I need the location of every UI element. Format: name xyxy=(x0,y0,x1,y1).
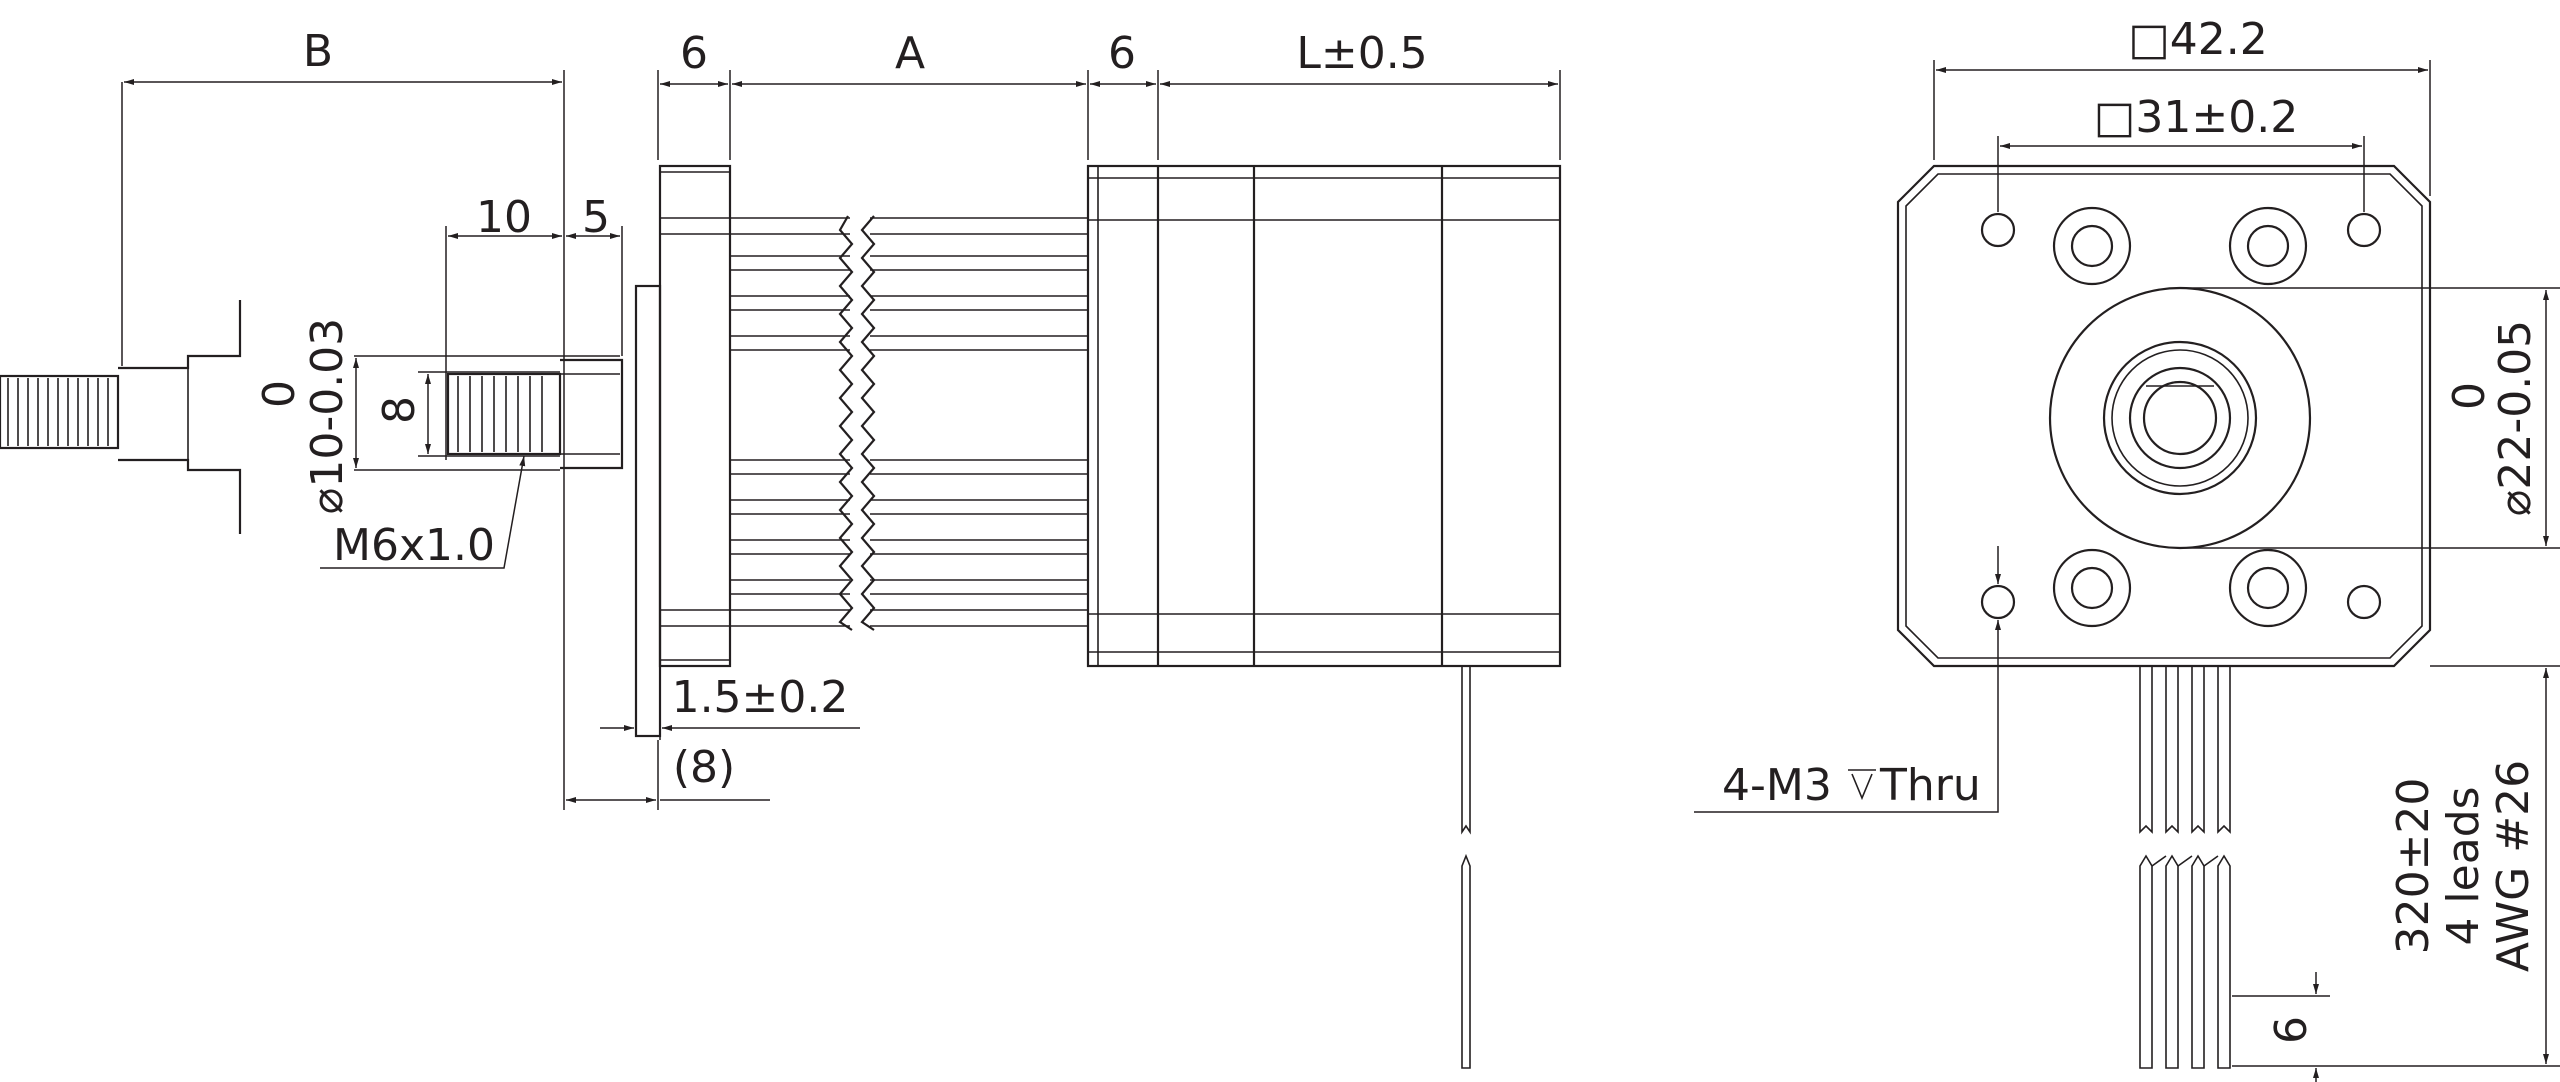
dim-eight: 8 xyxy=(374,371,560,457)
dim-A-label: A xyxy=(895,28,925,79)
countersink-depth-icon xyxy=(1848,769,1876,801)
dim-lead-length: 320±20 4 leads AWG #26 xyxy=(2232,665,2560,1067)
dim-L-label: L±0.5 xyxy=(1296,28,1427,79)
dim-phi10-label: ⌀10-0.03 xyxy=(302,318,353,514)
dim-lead-count-label: 4 leads xyxy=(2438,786,2489,945)
dim-ten-label: 10 xyxy=(476,192,532,243)
mount-hole-top-left xyxy=(1980,212,2016,248)
dim-B-label: B xyxy=(303,26,333,77)
dim-five-label: 5 xyxy=(582,192,610,243)
dim-phi22-label: ⌀22-0.05 xyxy=(2490,320,2541,516)
lead-wire-side xyxy=(1461,666,1471,1069)
dim-eight-paren: (8) xyxy=(566,740,770,810)
dim-sq31-label: □31±0.2 xyxy=(2094,92,2298,143)
mount-hole-bottom-right xyxy=(2346,584,2382,620)
dim-flange: 1.5±0.2 xyxy=(600,666,860,740)
dim-B: B xyxy=(121,26,565,810)
callout-m3-prefix: 4-M3 xyxy=(1722,760,1832,811)
dim-phi22-zero: 0 xyxy=(2444,382,2495,410)
dim-sq42-label: □42.2 xyxy=(2128,14,2268,65)
dim-six-left-label: 6 xyxy=(680,28,708,79)
dim-L: L±0.5 xyxy=(1160,28,1561,160)
dim-eight-label: 8 xyxy=(374,396,425,424)
dim-phi10-zero: 0 xyxy=(254,380,305,408)
dim-lead-awg-label: AWG #26 xyxy=(2488,760,2539,972)
body-stack-left xyxy=(730,215,854,631)
dim-six-mid: 6 xyxy=(1090,28,1159,160)
shaft xyxy=(446,358,624,470)
dim-phi10: ⌀10-0.03 0 xyxy=(254,318,620,514)
motor-housing xyxy=(1086,164,1562,668)
lead-screw-left xyxy=(0,300,242,534)
dim-flange-label: 1.5±0.2 xyxy=(672,672,849,723)
front-plate xyxy=(634,164,732,738)
callout-m6: M6x1.0 xyxy=(320,455,526,571)
callout-m3: 4-M3 Thru xyxy=(1694,546,2001,813)
callout-m3-thru: Thru xyxy=(1879,760,1981,811)
dim-six-leads: 6 xyxy=(2232,972,2330,1082)
dim-A: A xyxy=(732,28,1089,160)
dim-sq31: □31±0.2 xyxy=(1997,92,2365,212)
center-pilot xyxy=(2048,286,2312,550)
dim-ten-five: 10 5 xyxy=(445,192,623,460)
boss-top-right xyxy=(2228,206,2308,286)
callout-m6-label: M6x1.0 xyxy=(333,520,495,571)
dim-six-left: 6 xyxy=(657,28,731,160)
boss-bottom-right xyxy=(2228,548,2308,628)
front-view: □42.2 □31±0.2 ⌀22-0.05 0 4-M3 Thru xyxy=(1694,14,2560,1082)
dim-eight-paren-label: (8) xyxy=(673,742,735,793)
body-stack-right xyxy=(860,215,1088,631)
dim-phi22: ⌀22-0.05 0 xyxy=(2180,287,2560,549)
dim-sq42: □42.2 xyxy=(1933,14,2431,196)
dim-six-leads-label: 6 xyxy=(2266,1016,2317,1044)
side-view: B 6 A 6 L±0.5 xyxy=(0,26,1562,1069)
mount-hole-top-right xyxy=(2346,212,2382,248)
mount-hole-bottom-left xyxy=(1980,584,2016,620)
boss-bottom-left xyxy=(2052,548,2132,628)
dim-lead-length-label: 320±20 xyxy=(2388,778,2439,955)
boss-top-left xyxy=(2052,206,2132,286)
dim-six-mid-label: 6 xyxy=(1108,28,1136,79)
lead-wires-front xyxy=(2139,666,2231,1069)
